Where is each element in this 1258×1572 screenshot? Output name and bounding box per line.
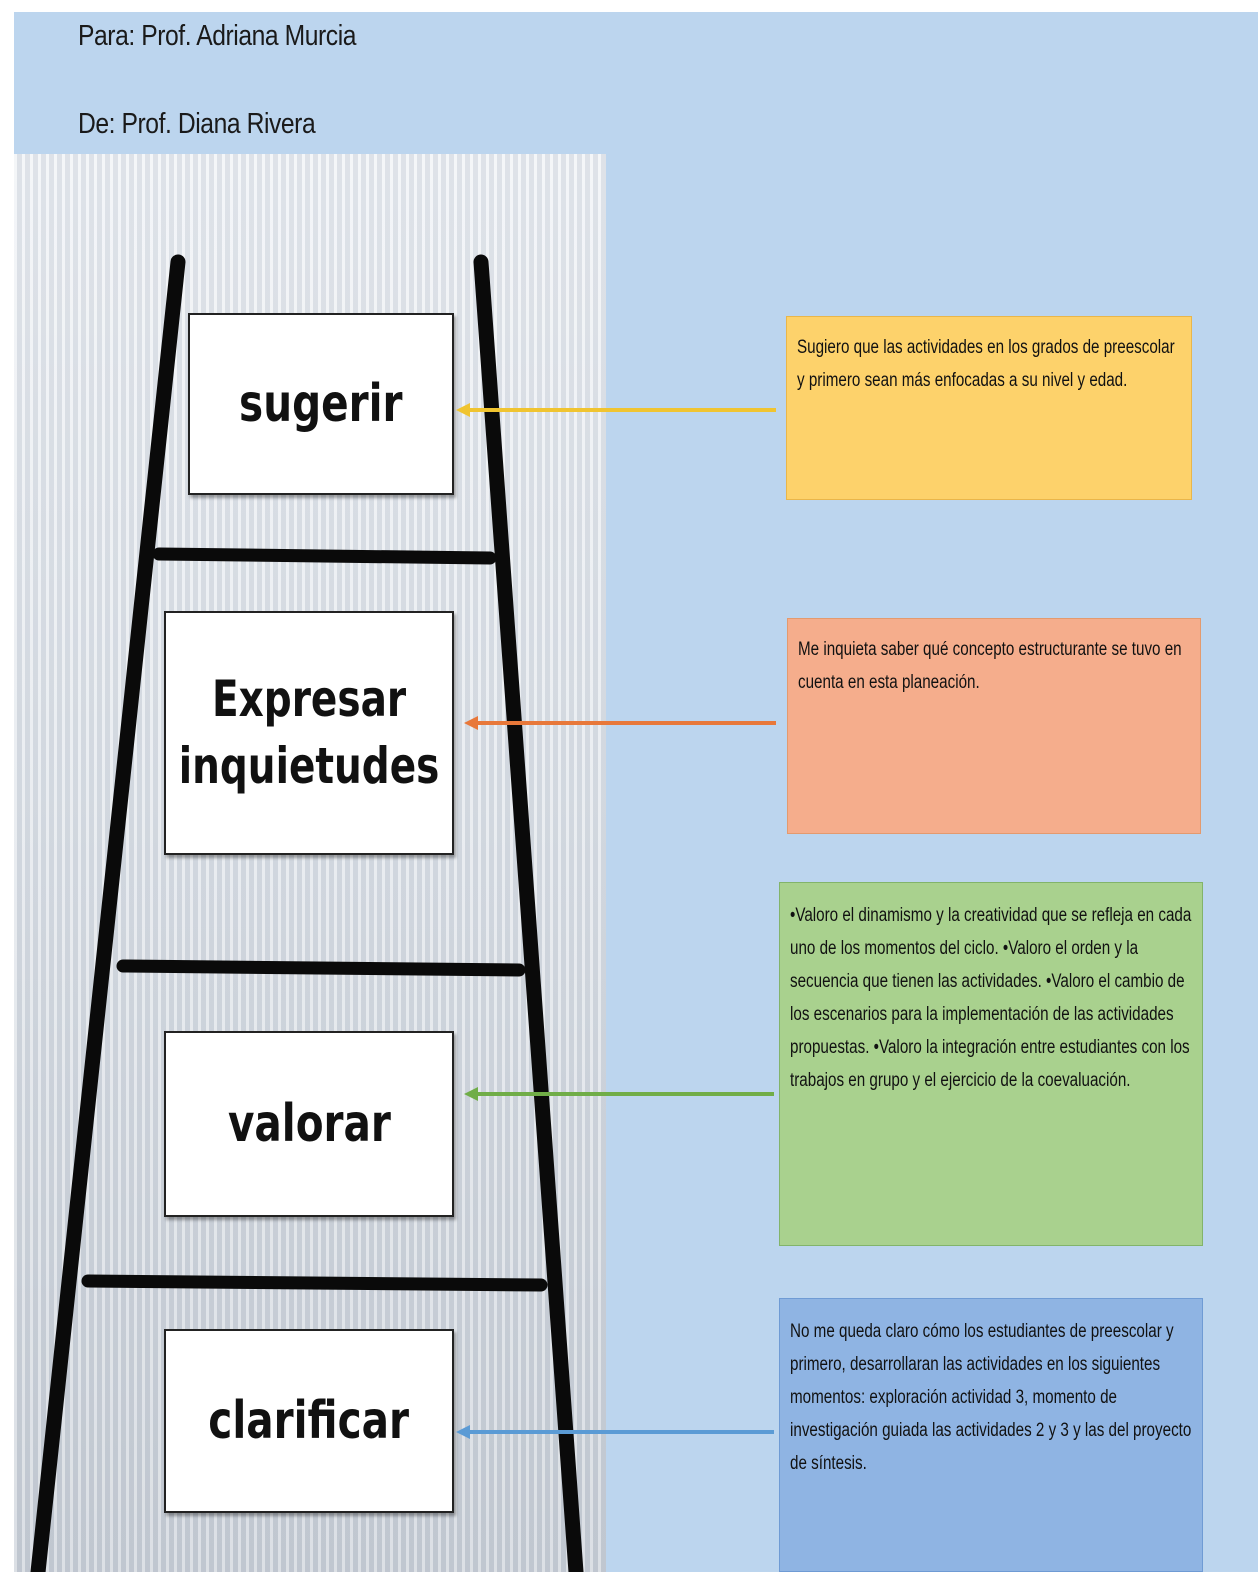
ladder-graphic [30,254,584,1572]
note-clarify: No me queda claro cómo los estudiantes d… [779,1298,1203,1572]
ladder-left-rail [30,254,186,1572]
step-value-label: valorar [227,1093,391,1154]
step-express-concerns-label: Expresar inquietudes [178,669,440,796]
step-value: valorar [164,1031,454,1217]
diagram-canvas: Para: Prof. Adriana Murcia De: Prof. Dia… [14,12,1258,1572]
ladder-right-rail [473,254,584,1572]
note-concern-text: Me inquieta saber qué concepto estructur… [798,639,1182,693]
sender-line: De: Prof. Diana Rivera [78,108,316,140]
note-concern: Me inquieta saber qué concepto estructur… [787,618,1201,834]
note-suggest-text: Sugiero que las actividades en los grado… [797,337,1175,391]
step-suggest-label: sugerir [239,373,403,434]
ladder-rung-3 [81,1274,548,1292]
note-suggest: Sugiero que las actividades en los grado… [786,316,1192,500]
step-suggest: sugerir [188,313,454,495]
ladder-rung-1 [152,547,497,565]
note-value-text: •Valoro el dinamismo y la creatividad qu… [790,905,1192,1091]
ladder-rung-2 [116,959,526,977]
step-clarify: clarificar [164,1329,454,1513]
recipient-line: Para: Prof. Adriana Murcia [78,20,357,52]
note-value: •Valoro el dinamismo y la creatividad qu… [779,882,1203,1246]
step-clarify-label: clarificar [208,1390,410,1451]
step-express-concerns: Expresar inquietudes [164,611,454,855]
note-clarify-text: No me queda claro cómo los estudiantes d… [790,1321,1192,1474]
